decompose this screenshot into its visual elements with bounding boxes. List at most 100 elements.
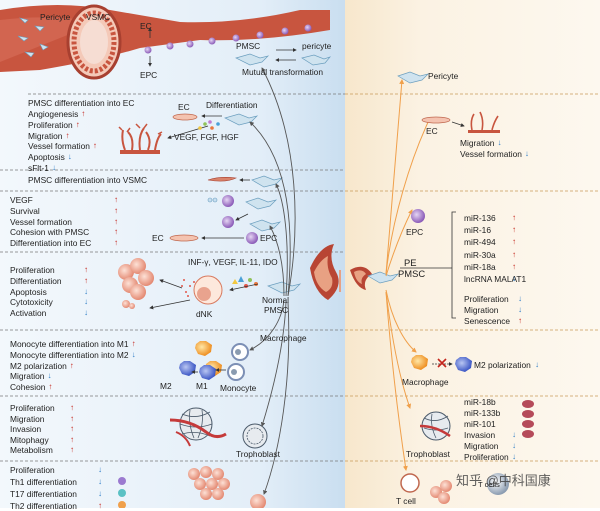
down-arrow-icon: ↓ — [512, 430, 516, 439]
row5-outcome-item: Monocyte differentiation into M2 — [10, 349, 129, 360]
down-arrow-icon: ↓ — [512, 452, 516, 461]
down-arrow-icon: ↓ — [98, 477, 102, 486]
macrophage-illustration — [179, 341, 249, 381]
up-arrow-icon: ↑ — [512, 261, 516, 271]
up-arrow-icon: ↑ — [114, 238, 118, 248]
label-m2-polarization: M2 polarization — [474, 360, 531, 370]
pe-pmsc-outcome-item: Migration — [464, 305, 499, 315]
down-arrow-icon: ↓ — [131, 349, 136, 359]
right-pericyte-cell — [397, 71, 430, 84]
label-differentiation: Differentiation — [206, 100, 258, 110]
pe-pmsc-outcome-item: Proliferation — [464, 294, 509, 304]
up-arrow-icon: ↑ — [70, 403, 74, 412]
row4-outcome-item: Activation — [10, 308, 47, 319]
right-epc-cell — [411, 209, 425, 223]
down-arrow-icon: ↓ — [67, 152, 72, 162]
row4-outcome-item: Cytotoxicity — [10, 297, 53, 308]
row4-outcome-item: Differentiation — [10, 275, 62, 286]
up-arrow-icon: ↑ — [70, 445, 74, 455]
up-arrow-icon: ↑ — [114, 205, 118, 215]
down-arrow-icon: ↓ — [47, 371, 52, 381]
up-arrow-icon: ↑ — [512, 237, 516, 247]
row3-outcome-item: Survival — [10, 205, 40, 216]
label-macrophage-right: Macrophage — [402, 377, 449, 387]
row4-outcome-item: Apoptosis — [10, 286, 47, 297]
row1-header: PMSC differentiation into EC — [28, 98, 135, 108]
watermark: 知乎 @中科国康 — [456, 473, 551, 488]
up-arrow-icon: ↑ — [65, 130, 70, 140]
up-arrow-icon: ↑ — [114, 216, 118, 226]
up-arrow-icon: ↑ — [98, 501, 102, 510]
row6-outcome-item: Invasion — [10, 424, 42, 435]
up-arrow-icon: ↑ — [84, 275, 88, 285]
row2-header: PMSC differentiation into VSMC — [28, 175, 148, 185]
ec-vessel-illustration — [118, 113, 259, 154]
row1-outcome-item: Migration — [28, 130, 63, 141]
row6-outcome-item: Mitophagy — [10, 434, 49, 445]
row6-right-item: Migration — [464, 441, 499, 451]
down-arrow-icon: ↓ — [51, 163, 56, 172]
placenta-illustration — [310, 244, 400, 300]
up-arrow-icon: ↑ — [114, 227, 118, 237]
label-mutual-transformation: Mutual transformation — [242, 67, 323, 77]
down-arrow-icon: ↓ — [512, 274, 516, 283]
row3-outcome-item: VEGF — [10, 195, 33, 205]
pmsc-top-cell — [235, 48, 332, 66]
t-cell-illustration — [118, 466, 266, 508]
down-arrow-icon: ↓ — [518, 305, 522, 314]
row1-right-outcome-item: Vessel formation — [460, 148, 522, 159]
right-ec-illustration — [421, 111, 500, 133]
row1-outcome-item: Angiogenesis — [28, 109, 79, 119]
row7-outcome-item: Th2 differentiation — [10, 501, 77, 511]
blood-vessel-illustration — [0, 4, 330, 80]
row7-outcome-item: Proliferation — [10, 465, 55, 475]
row6-right-item: Invasion — [464, 430, 496, 440]
down-arrow-icon: ↓ — [518, 294, 522, 303]
row7-outcome-item: Th1 differentiation — [10, 477, 77, 487]
up-arrow-icon: ↑ — [512, 225, 516, 235]
label-pmsc-pe: PMSC — [398, 268, 426, 279]
pe-pmsc-mirna-item: lncRNA MALAT1 — [464, 274, 527, 284]
label-trophoblast-right: Trophoblast — [406, 449, 450, 459]
label-epc-top: EPC — [140, 70, 158, 80]
down-arrow-icon: ↓ — [524, 148, 529, 158]
label-epc-row3: EPC — [260, 233, 278, 243]
up-arrow-icon: ↑ — [48, 382, 53, 392]
row3-outcome-item: Cohesion with PMSC — [10, 227, 90, 238]
up-arrow-icon: ↑ — [81, 109, 86, 118]
label-normal-pmsc: PMSC — [264, 305, 289, 315]
row5-outcome-item: M2 polarization — [10, 360, 67, 371]
label-dnk: dNK — [196, 309, 213, 319]
label-epc-right: EPC — [406, 227, 424, 237]
label-monocyte: Monocyte — [220, 383, 257, 393]
pe-pmsc-mirna-item: miR-136 — [464, 213, 496, 223]
up-arrow-icon: ↑ — [512, 249, 516, 259]
row1-right-outcome-item: Migration — [460, 138, 495, 148]
label-pericyte-right: Pericyte — [428, 71, 459, 81]
label-pe: PE — [404, 257, 417, 268]
label-t-cell: T cell — [396, 496, 416, 506]
label-ec-top: EC — [140, 21, 152, 31]
label-m1: M1 — [196, 381, 208, 391]
label-pericyte: Pericyte — [40, 12, 71, 22]
up-arrow-icon: ↑ — [69, 360, 74, 370]
pe-pmsc-bracket — [400, 211, 456, 319]
down-arrow-icon: ↓ — [84, 286, 88, 296]
m2-polarization-down-arrow: ↓ — [535, 360, 539, 369]
label-ec-row3: EC — [152, 233, 164, 243]
up-arrow-icon: ↑ — [114, 195, 118, 204]
up-arrow-icon: ↑ — [92, 141, 97, 151]
trophoblast-illustration — [169, 407, 268, 449]
up-arrow-icon: ↑ — [70, 413, 74, 423]
down-arrow-icon: ↓ — [497, 138, 502, 147]
row6-right-item: miR-133b — [464, 408, 501, 418]
label-vegf-fgf-hgf: VEGF, FGF, HGF — [174, 132, 239, 142]
row6-outcome-item: Metabolism — [10, 445, 53, 456]
label-m2: M2 — [160, 381, 172, 391]
pe-pmsc-outcome-item: Senescence — [464, 316, 511, 326]
label-vsmc: VSMC — [86, 12, 111, 22]
up-arrow-icon: ↑ — [70, 424, 74, 434]
up-arrow-icon: ↑ — [518, 316, 522, 325]
row3-outcome-item: Vessel formation — [10, 216, 72, 227]
label-t-cells-partial: T cells — [478, 480, 500, 489]
